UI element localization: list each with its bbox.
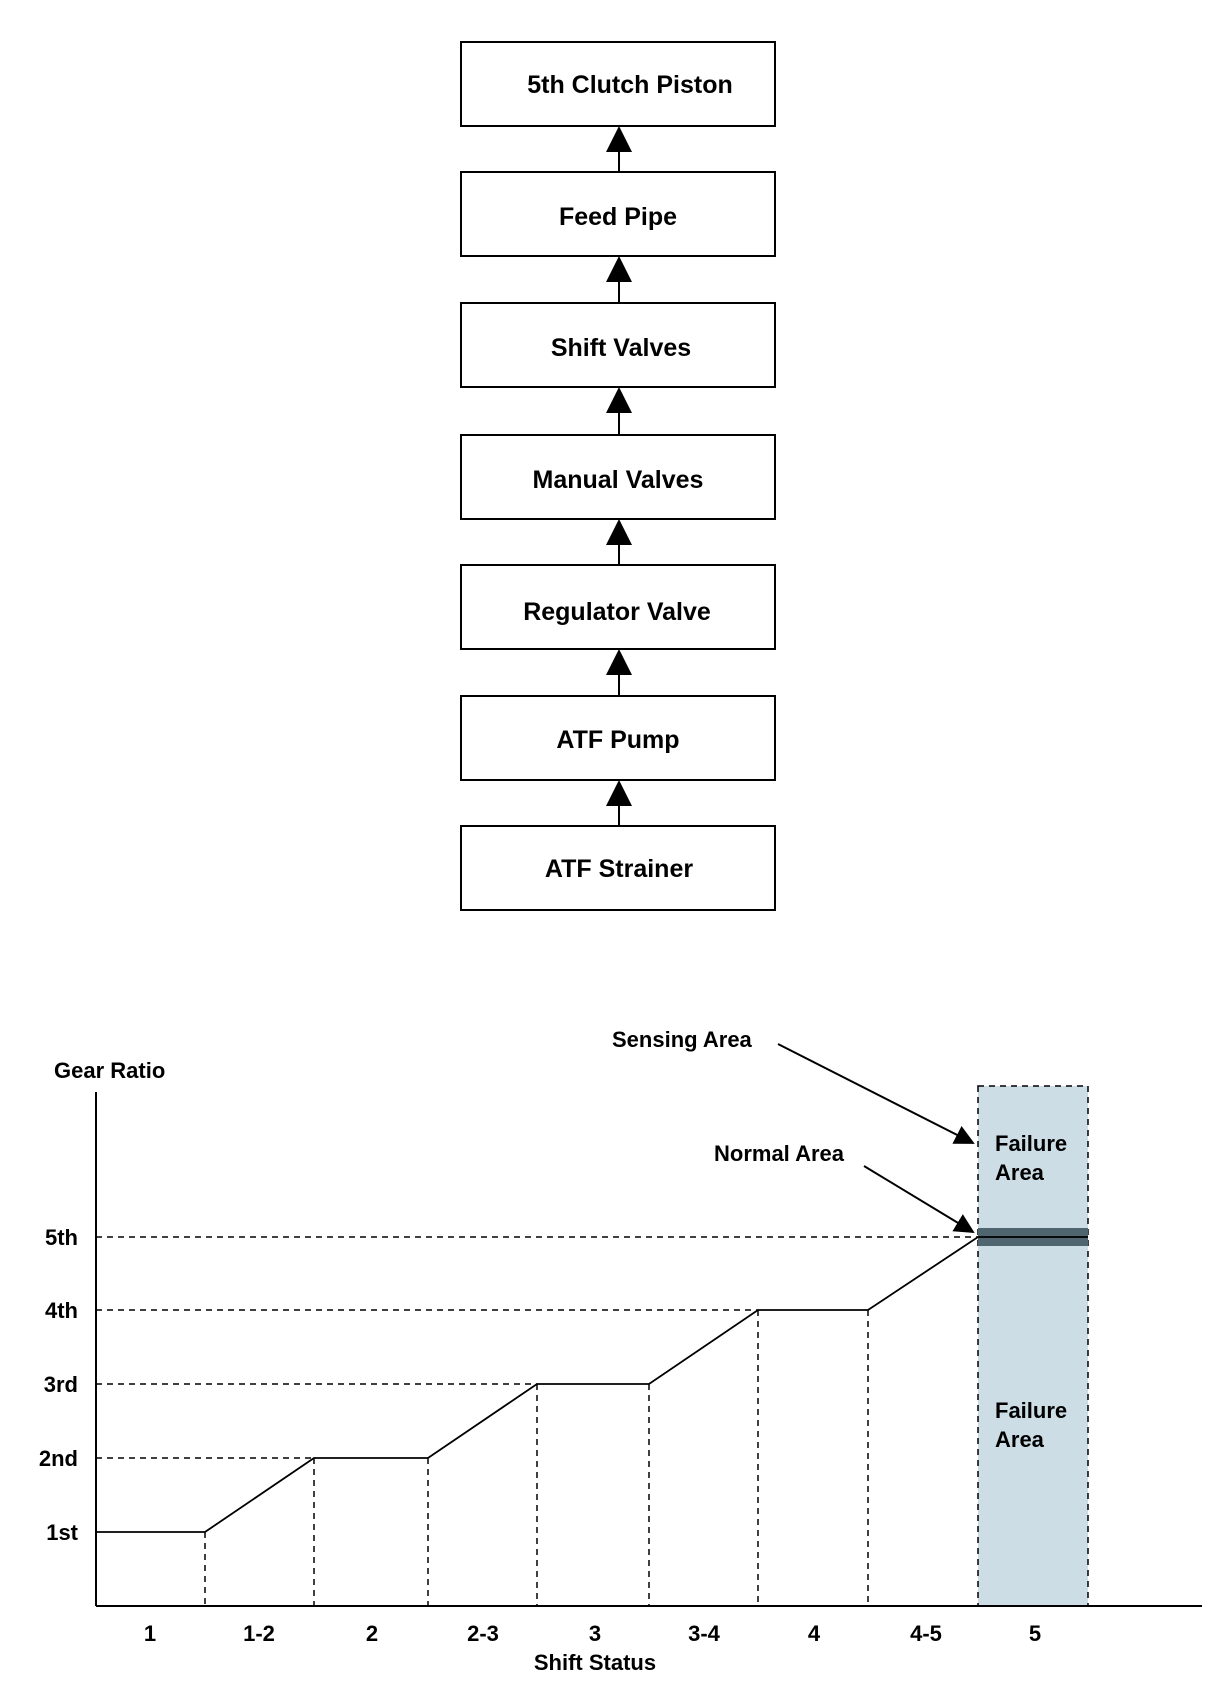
flow-box-label: ATF Strainer: [545, 855, 693, 883]
flow-box-label: Regulator Valve: [523, 598, 711, 626]
flow-arrow: [606, 256, 632, 303]
failure-area-upper-line2: Area: [995, 1160, 1045, 1185]
flow-arrow: [606, 519, 632, 565]
flow-arrow: [606, 649, 632, 696]
y-tick-label: 1st: [46, 1520, 78, 1545]
horizontal-guides: [96, 1236, 978, 1459]
flow-box-label: Manual Valves: [533, 466, 704, 494]
flow-box-shift-valves: Shift Valves: [460, 302, 776, 388]
x-tick-label: 2-3: [467, 1621, 499, 1646]
x-tick-label: 3: [589, 1621, 601, 1646]
y-tick-label: 2nd: [39, 1446, 78, 1471]
sensing-area-arrow: [777, 1043, 975, 1144]
y-tick-label: 3rd: [44, 1372, 78, 1397]
x-tick-label: 4-5: [910, 1621, 942, 1646]
failure-area-lower-label: Failure Area: [995, 1398, 1073, 1452]
sensing-area-label: Sensing Area: [612, 1027, 753, 1052]
x-tick-label: 1-2: [243, 1621, 275, 1646]
flow-box-regulator-valve: Regulator Valve: [460, 564, 776, 650]
flow-box-label: 5th Clutch Piston: [527, 71, 733, 99]
flow-box-manual-valves: Manual Valves: [460, 434, 776, 520]
flow-arrow: [606, 387, 632, 435]
gear-ratio-chart: Gear Ratio Shift Status 5th 4th 3rd 2nd …: [39, 1027, 1202, 1675]
failure-area-lower-line2: Area: [995, 1427, 1045, 1452]
flow-box-atf-pump: ATF Pump: [460, 695, 776, 781]
x-tick-label: 4: [808, 1621, 821, 1646]
flow-arrow: [606, 126, 632, 172]
y-tick-label: 5th: [45, 1225, 78, 1250]
flow-box-label: Shift Valves: [551, 334, 691, 362]
flow-box-feed-pipe: Feed Pipe: [460, 171, 776, 257]
y-axis-title: Gear Ratio: [54, 1058, 165, 1083]
flow-box-label: ATF Pump: [556, 726, 679, 754]
gear-ratio-line: [96, 1236, 1088, 1533]
x-tick-label: 2: [366, 1621, 378, 1646]
normal-area-label: Normal Area: [714, 1141, 845, 1166]
flow-box-atf-strainer: ATF Strainer: [460, 825, 776, 911]
normal-area-arrow: [863, 1165, 975, 1234]
y-tick-label: 4th: [45, 1298, 78, 1323]
x-tick-label: 5: [1029, 1621, 1041, 1646]
x-tick-label: 1: [144, 1621, 156, 1646]
failure-region: [977, 1085, 1089, 1607]
flow-box-clutch-piston: 5th Clutch Piston: [460, 41, 776, 127]
flow-box-label: Feed Pipe: [559, 203, 677, 231]
failure-area-upper-label: Failure Area: [995, 1131, 1073, 1185]
vertical-guides: [204, 1310, 869, 1606]
flow-arrow: [606, 780, 632, 826]
x-axis-title: Shift Status: [534, 1650, 656, 1675]
flow-diagram: 5th Clutch Piston Feed Pipe Shift Valves…: [460, 41, 776, 911]
x-tick-label: 3-4: [688, 1621, 721, 1646]
failure-area-lower-line1: Failure: [995, 1398, 1067, 1423]
failure-area-upper-line1: Failure: [995, 1131, 1067, 1156]
